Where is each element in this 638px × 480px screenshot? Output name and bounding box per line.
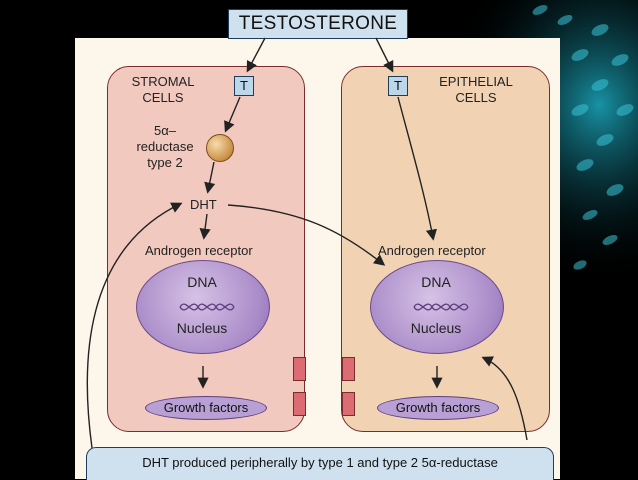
epithelial-cell [341, 66, 550, 432]
epithelial-nucleus [370, 260, 504, 354]
stromal-growth-factors: Growth factors [145, 396, 267, 420]
dht-label: DHT [190, 197, 217, 212]
stromal-receptor-label: Androgen receptor [145, 243, 253, 258]
arrow-peripheral-to-stromal [86, 202, 183, 449]
stromal-dna-label: DNA [187, 274, 217, 290]
enzyme-label: 5α– reductase type 2 [130, 123, 200, 171]
enzyme-line3: type 2 [147, 155, 183, 170]
testosterone-label: TESTOSTERONE [228, 9, 408, 39]
junction-block-right-top [342, 357, 355, 381]
arrow-testosterone-epithelial [375, 37, 394, 73]
arrow-peripheral-to-epithelial [481, 356, 528, 441]
epithelial-name-line1: EPITHELIAL [439, 74, 513, 89]
epithelial-name-line2: CELLS [455, 90, 497, 105]
arrow-t-to-enzyme [224, 96, 241, 133]
stromal-t-box: T [234, 76, 254, 96]
junction-block-right-bottom [342, 392, 355, 416]
stromal-name-line2: CELLS [142, 90, 184, 105]
stromal-nucleus [136, 260, 270, 354]
arrow-dht-to-epithelial [227, 204, 386, 266]
dna-helix-icons [179, 303, 469, 311]
peripheral-dht-footer: DHT produced peripherally by type 1 and … [86, 447, 554, 480]
arrow-dht-to-receptor [199, 213, 211, 240]
epithelial-nucleus-label: Nucleus [410, 320, 462, 336]
arrow-enzyme-to-dht [204, 161, 216, 194]
arrow-testosterone-stromal [246, 37, 266, 73]
junction-block-left-bottom [293, 392, 306, 416]
arrow-epithelial-t-to-receptor [397, 96, 437, 241]
epithelial-cells-label: EPITHELIAL CELLS [426, 74, 526, 106]
epithelial-t-box: T [388, 76, 408, 96]
5a-reductase-enzyme [206, 134, 234, 162]
stromal-nucleus-label: Nucleus [176, 320, 228, 336]
stromal-cells-label: STROMAL CELLS [125, 74, 201, 106]
enzyme-line2: reductase [136, 139, 194, 154]
junction-block-left-top [293, 357, 306, 381]
epithelial-receptor-label: Androgen receptor [378, 243, 486, 258]
stromal-cell [107, 66, 305, 432]
epithelial-growth-factors: Growth factors [377, 396, 499, 420]
stromal-name-line1: STROMAL [131, 74, 195, 89]
epithelial-dna-label: DNA [421, 274, 451, 290]
enzyme-line1: 5α– [154, 123, 176, 138]
